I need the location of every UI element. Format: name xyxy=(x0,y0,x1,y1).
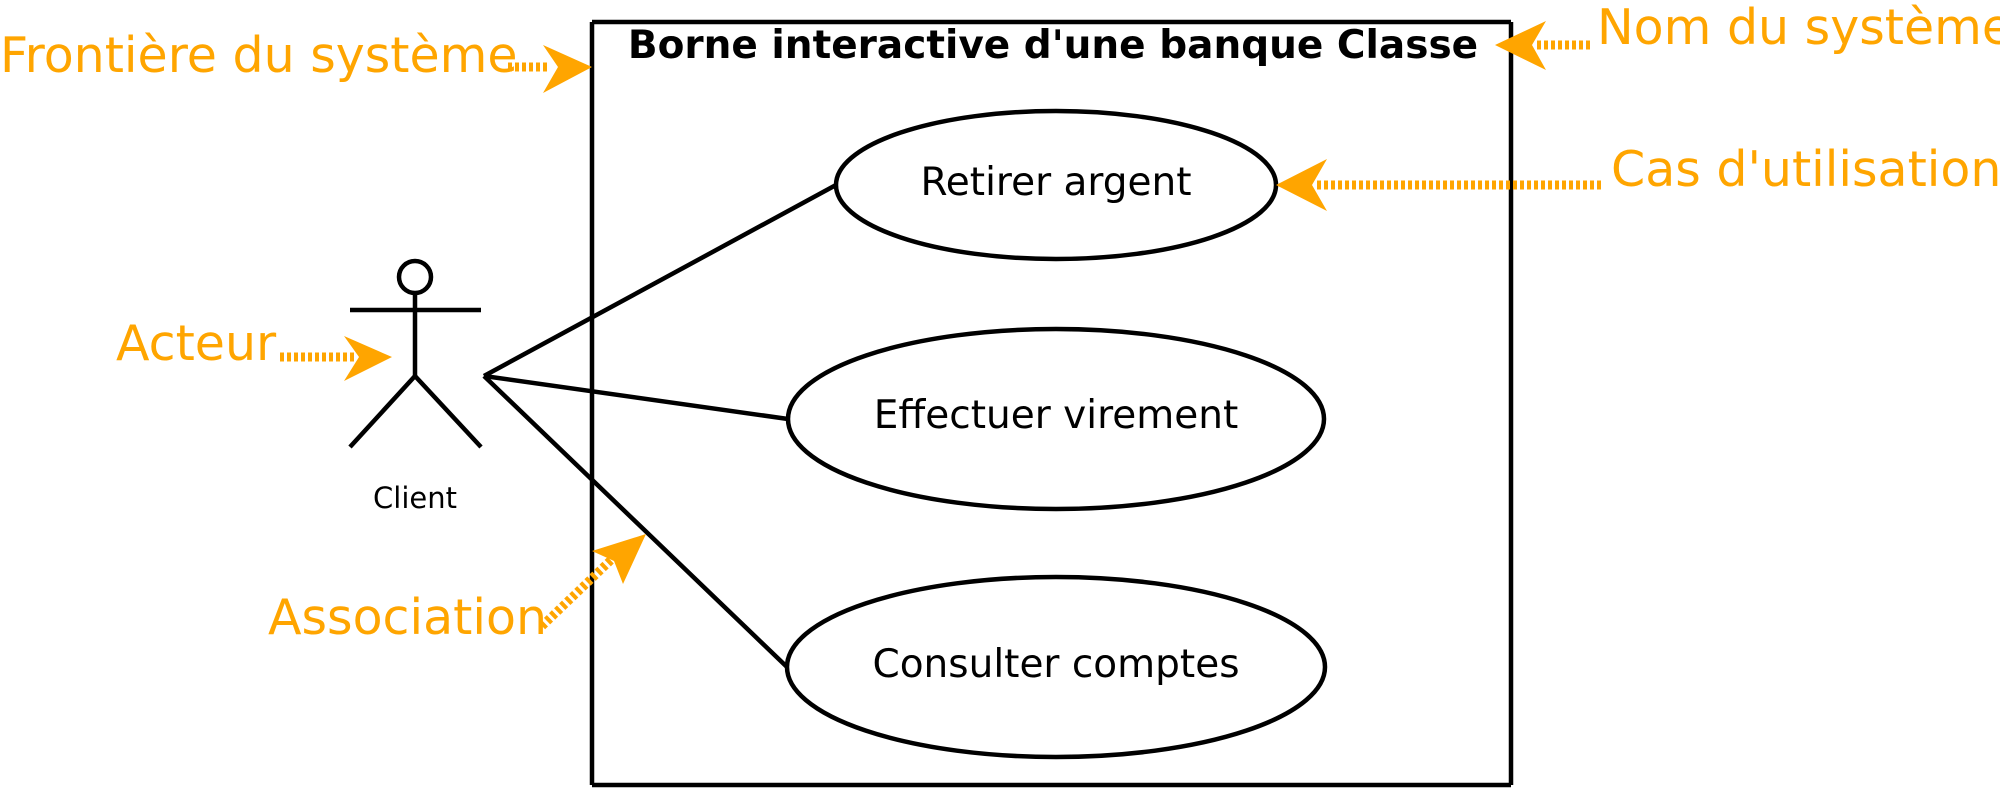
annotation-boundary: Frontière du système xyxy=(0,27,518,84)
associations xyxy=(482,183,838,669)
annotation-system-name: Nom du système xyxy=(1597,0,2000,56)
use-case-effectuer-virement: Effectuer virement xyxy=(785,326,1327,512)
association-consulter xyxy=(482,374,789,669)
use-case-label: Effectuer virement xyxy=(874,393,1238,438)
use-case-label: Consulter comptes xyxy=(872,642,1239,687)
arrow-left-icon xyxy=(1495,21,1546,70)
system-boundary xyxy=(589,19,1514,788)
annotation-use-case: Cas d'utilisation xyxy=(1611,141,2000,198)
system-name: Borne interactive d'une banque Classe xyxy=(628,23,1478,68)
arrow-right-icon xyxy=(344,336,392,381)
annotation-actor: Acteur xyxy=(116,315,277,372)
association-retirer xyxy=(482,183,838,378)
actor-name: Client xyxy=(373,481,457,515)
use-case-consulter-comptes: Consulter comptes xyxy=(784,574,1328,760)
arrow-right-icon xyxy=(543,45,592,93)
association-virement xyxy=(483,373,789,422)
arrow-up-right-icon xyxy=(592,534,646,584)
use-case-label: Retirer argent xyxy=(920,160,1191,205)
annotation-association: Association xyxy=(268,589,547,646)
arrow-left-icon xyxy=(1276,159,1327,211)
use-case-retirer-argent: Retirer argent xyxy=(833,108,1279,262)
actor-stick-figure-icon xyxy=(348,258,483,449)
